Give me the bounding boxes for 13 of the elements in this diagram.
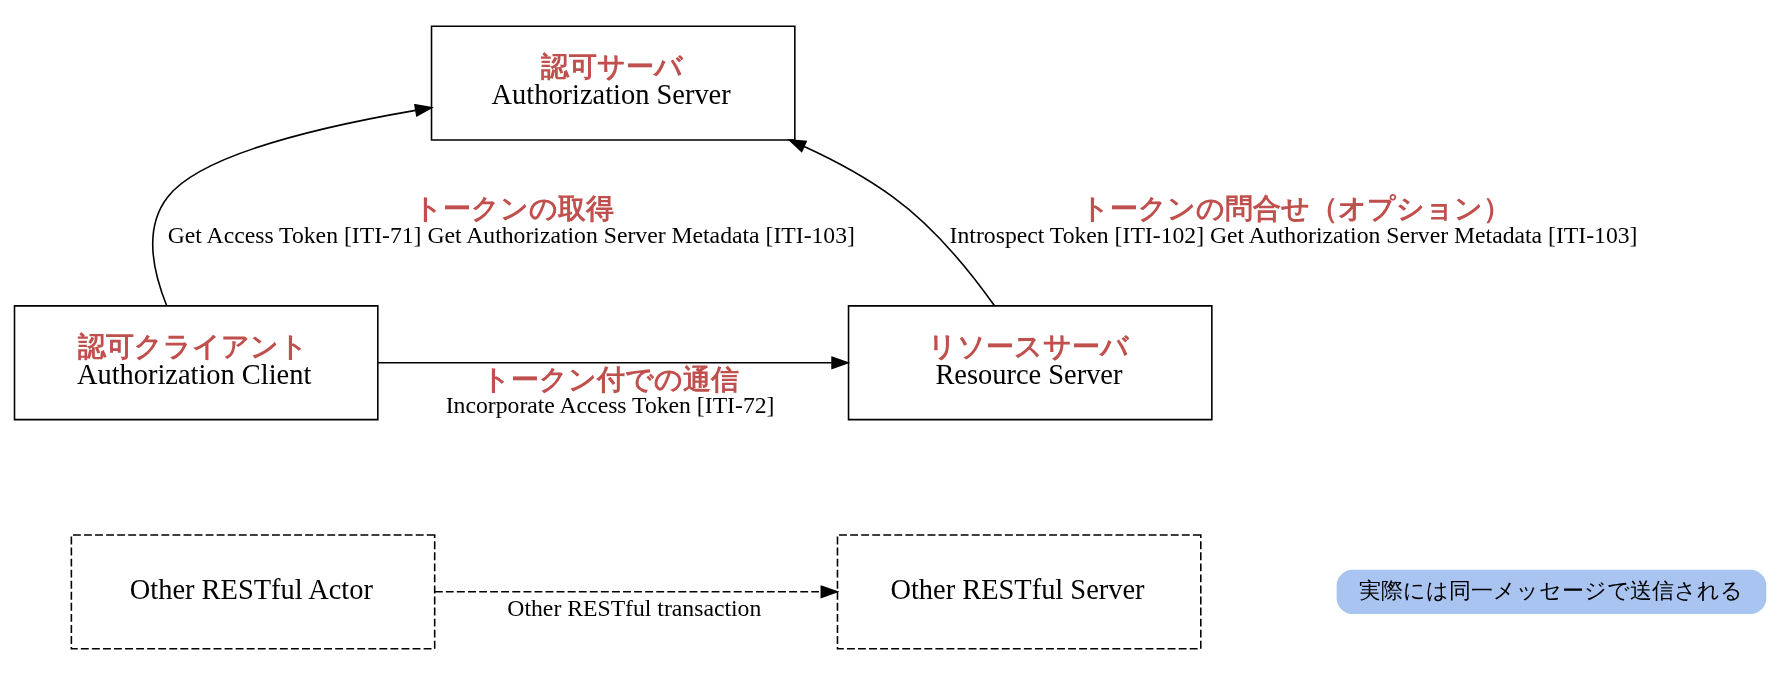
node-box: Other RESTful Actor (70, 533, 436, 649)
node-box: リソースサーバ Resource Server (847, 304, 1213, 420)
arrow (377, 355, 851, 369)
arrow (434, 584, 840, 598)
label: トークン付での通信 (482, 362, 740, 396)
edge-label: Other RESTful transaction (507, 594, 762, 621)
node-box: Other RESTful Server (836, 533, 1202, 649)
node-box: 認可クライアント Authorization Client (13, 304, 379, 420)
arrow (152, 103, 434, 306)
arrow (787, 138, 996, 306)
label: トークンの問合せ（オプション） (1080, 191, 1511, 225)
node-box: 認可サーバ Authorization Server (430, 25, 796, 141)
label: 実際には同一メッセージで送信される (1359, 576, 1744, 603)
